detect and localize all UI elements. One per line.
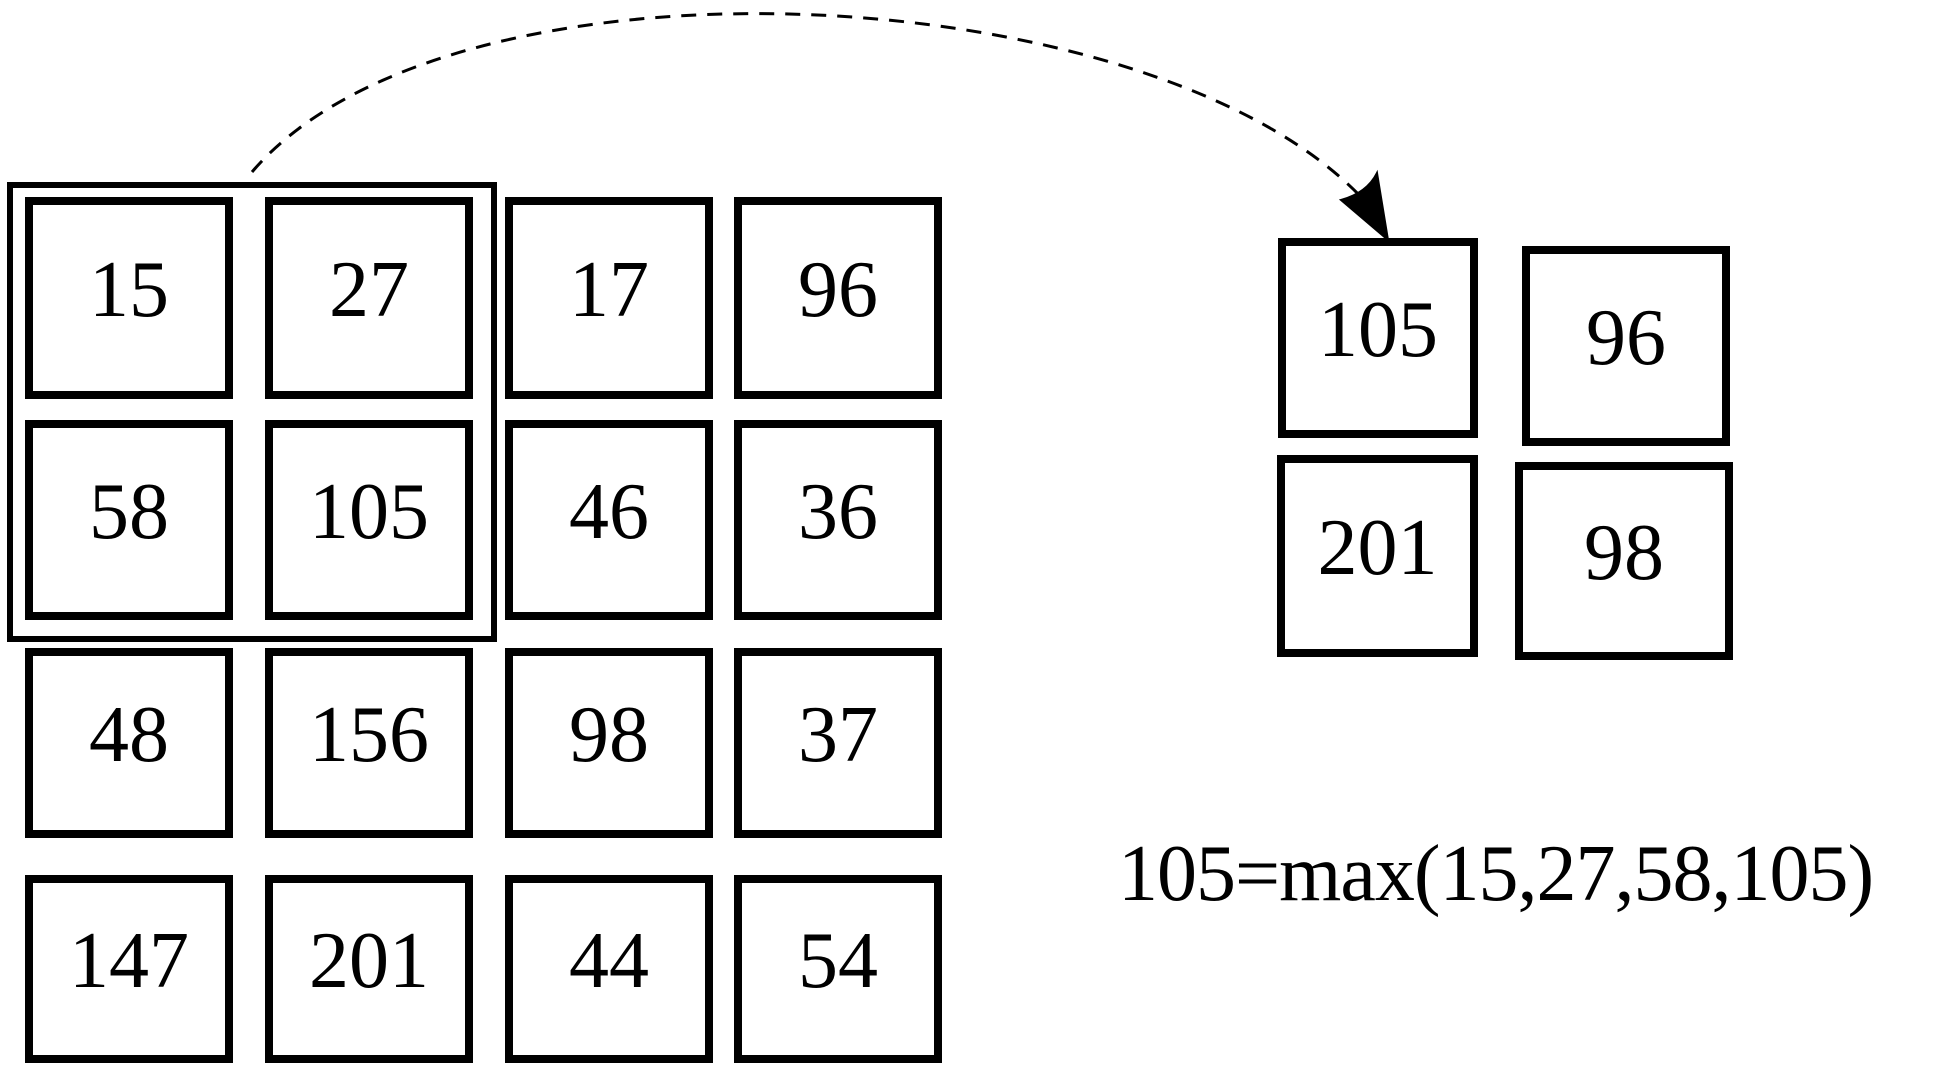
pooling-arrow-dashed-curve (250, 12, 1364, 200)
input-cell-r3-c2: 44 (505, 875, 713, 1063)
input-cell-r0-c3: 96 (734, 197, 942, 399)
input-cell-r1-c2: 46 (505, 420, 713, 620)
max-formula: 105=max(15,27,58,105) (1118, 830, 1874, 918)
input-cell-r3-c3: 54 (734, 875, 942, 1063)
input-cell-r1-c1: 105 (265, 420, 473, 620)
output-cell-r0-c1: 96 (1522, 246, 1730, 446)
input-cell-r2-c3: 37 (734, 648, 942, 838)
input-cell-r1-c0: 58 (25, 420, 233, 620)
input-cell-r2-c2: 98 (505, 648, 713, 838)
input-cell-r0-c0: 15 (25, 197, 233, 399)
input-cell-r0-c2: 17 (505, 197, 713, 399)
pooling-window-highlight (7, 182, 497, 642)
input-cell-r2-c0: 48 (25, 648, 233, 838)
output-cell-r1-c1: 98 (1515, 462, 1733, 660)
input-cell-r3-c1: 201 (265, 875, 473, 1063)
input-cell-r3-c0: 147 (25, 875, 233, 1063)
input-cell-r2-c1: 156 (265, 648, 473, 838)
input-cell-r1-c3: 36 (734, 420, 942, 620)
output-cell-r1-c0: 201 (1277, 455, 1478, 657)
input-cell-r0-c1: 27 (265, 197, 473, 399)
output-cell-r0-c0: 105 (1278, 238, 1478, 438)
pooling-arrowhead-icon (1338, 169, 1390, 243)
